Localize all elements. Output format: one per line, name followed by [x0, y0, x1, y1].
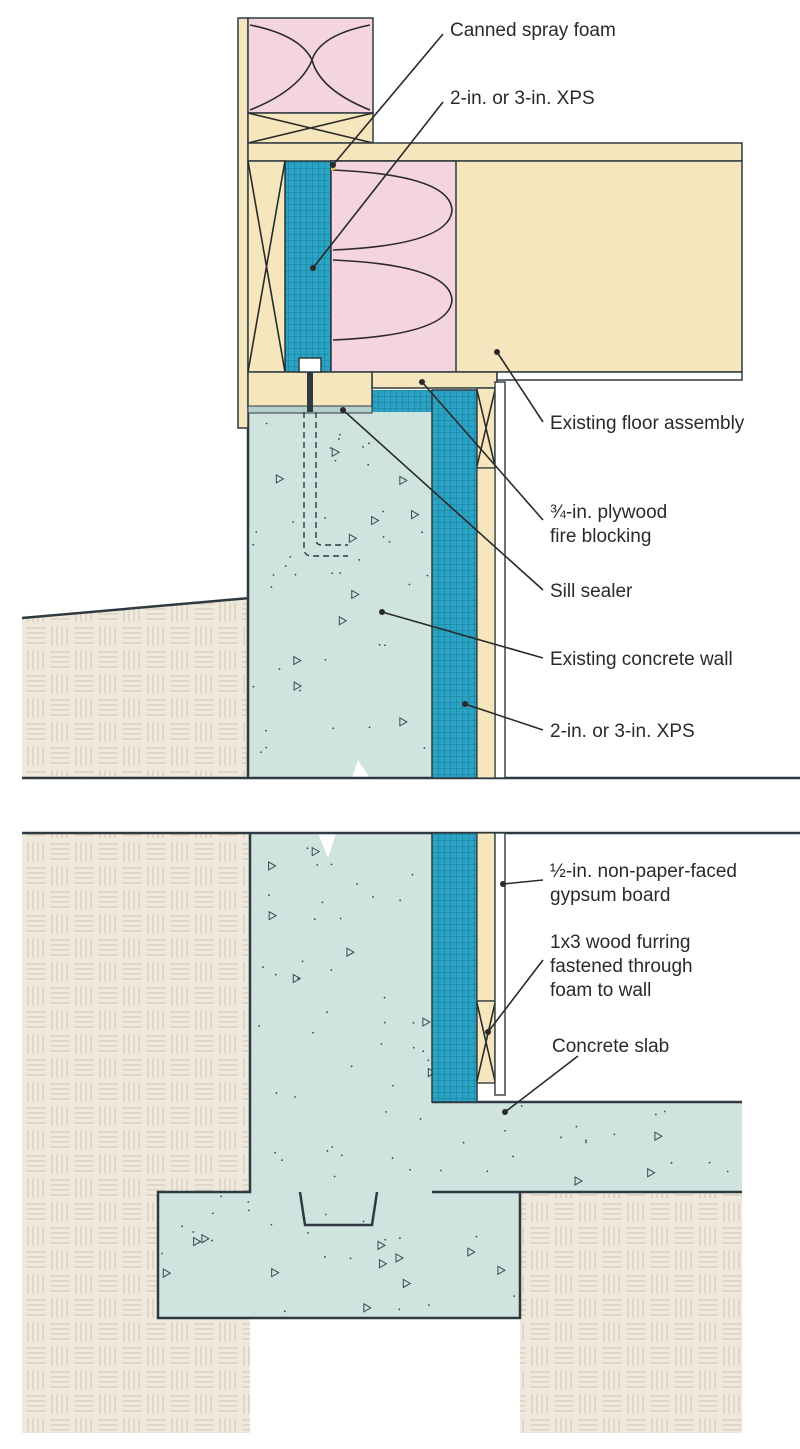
label-concrete-slab: Concrete slab: [552, 1036, 669, 1057]
soil-lower-left: [22, 833, 250, 1433]
label-sill-sealer: Sill sealer: [550, 581, 633, 602]
joist-insulation-loops: [332, 169, 453, 341]
label-xps-lower: 2-in. or 3-in. XPS: [550, 721, 695, 742]
label-canned-spray-foam: Canned spray foam: [450, 20, 616, 41]
upper-wall-insulation: [247, 17, 374, 114]
anchor-bolt-nut: [298, 357, 322, 373]
label-furring-line2: fastened through: [550, 956, 693, 977]
label-furring-line1: 1x3 wood furring: [550, 932, 690, 953]
label-plywood-line2: fire blocking: [550, 526, 651, 547]
xps-foam-wall-upper: [431, 389, 478, 779]
label-existing-concrete-wall: Existing concrete wall: [550, 649, 733, 670]
label-xps-upper: 2-in. or 3-in. XPS: [450, 88, 595, 109]
xps-foam-rim: [284, 159, 332, 373]
upper-wall-sheathing: [237, 17, 249, 429]
ceiling-drywall: [496, 371, 743, 381]
label-existing-floor-assembly: Existing floor assembly: [550, 413, 745, 434]
label-gypsum-line2: gypsum board: [550, 885, 670, 906]
label-plywood-line1: ¾-in. plywood: [550, 502, 667, 523]
plywood-fire-blocking: [371, 371, 498, 389]
anchor-bolt-embedded: [303, 412, 348, 557]
upper-insulation-loops: [249, 24, 371, 111]
label-furring-line3: foam to wall: [550, 980, 651, 1001]
soil-under-slab: [520, 1192, 742, 1433]
soil-upper-left: [22, 598, 250, 778]
concrete-aggregate: [161, 422, 729, 1313]
xps-foam-wall-lower: [431, 832, 478, 1103]
gypsum-board-upper: [494, 381, 506, 779]
concrete-wall-lower: [158, 833, 520, 1318]
grade-line: [21, 596, 251, 620]
label-gypsum-line1: ½-in. non-paper-faced: [550, 861, 737, 882]
gypsum-board-lower: [494, 832, 506, 1096]
leader-lines: [310, 33, 579, 1115]
subfloor: [247, 142, 743, 162]
concrete-slab: [432, 1102, 742, 1192]
